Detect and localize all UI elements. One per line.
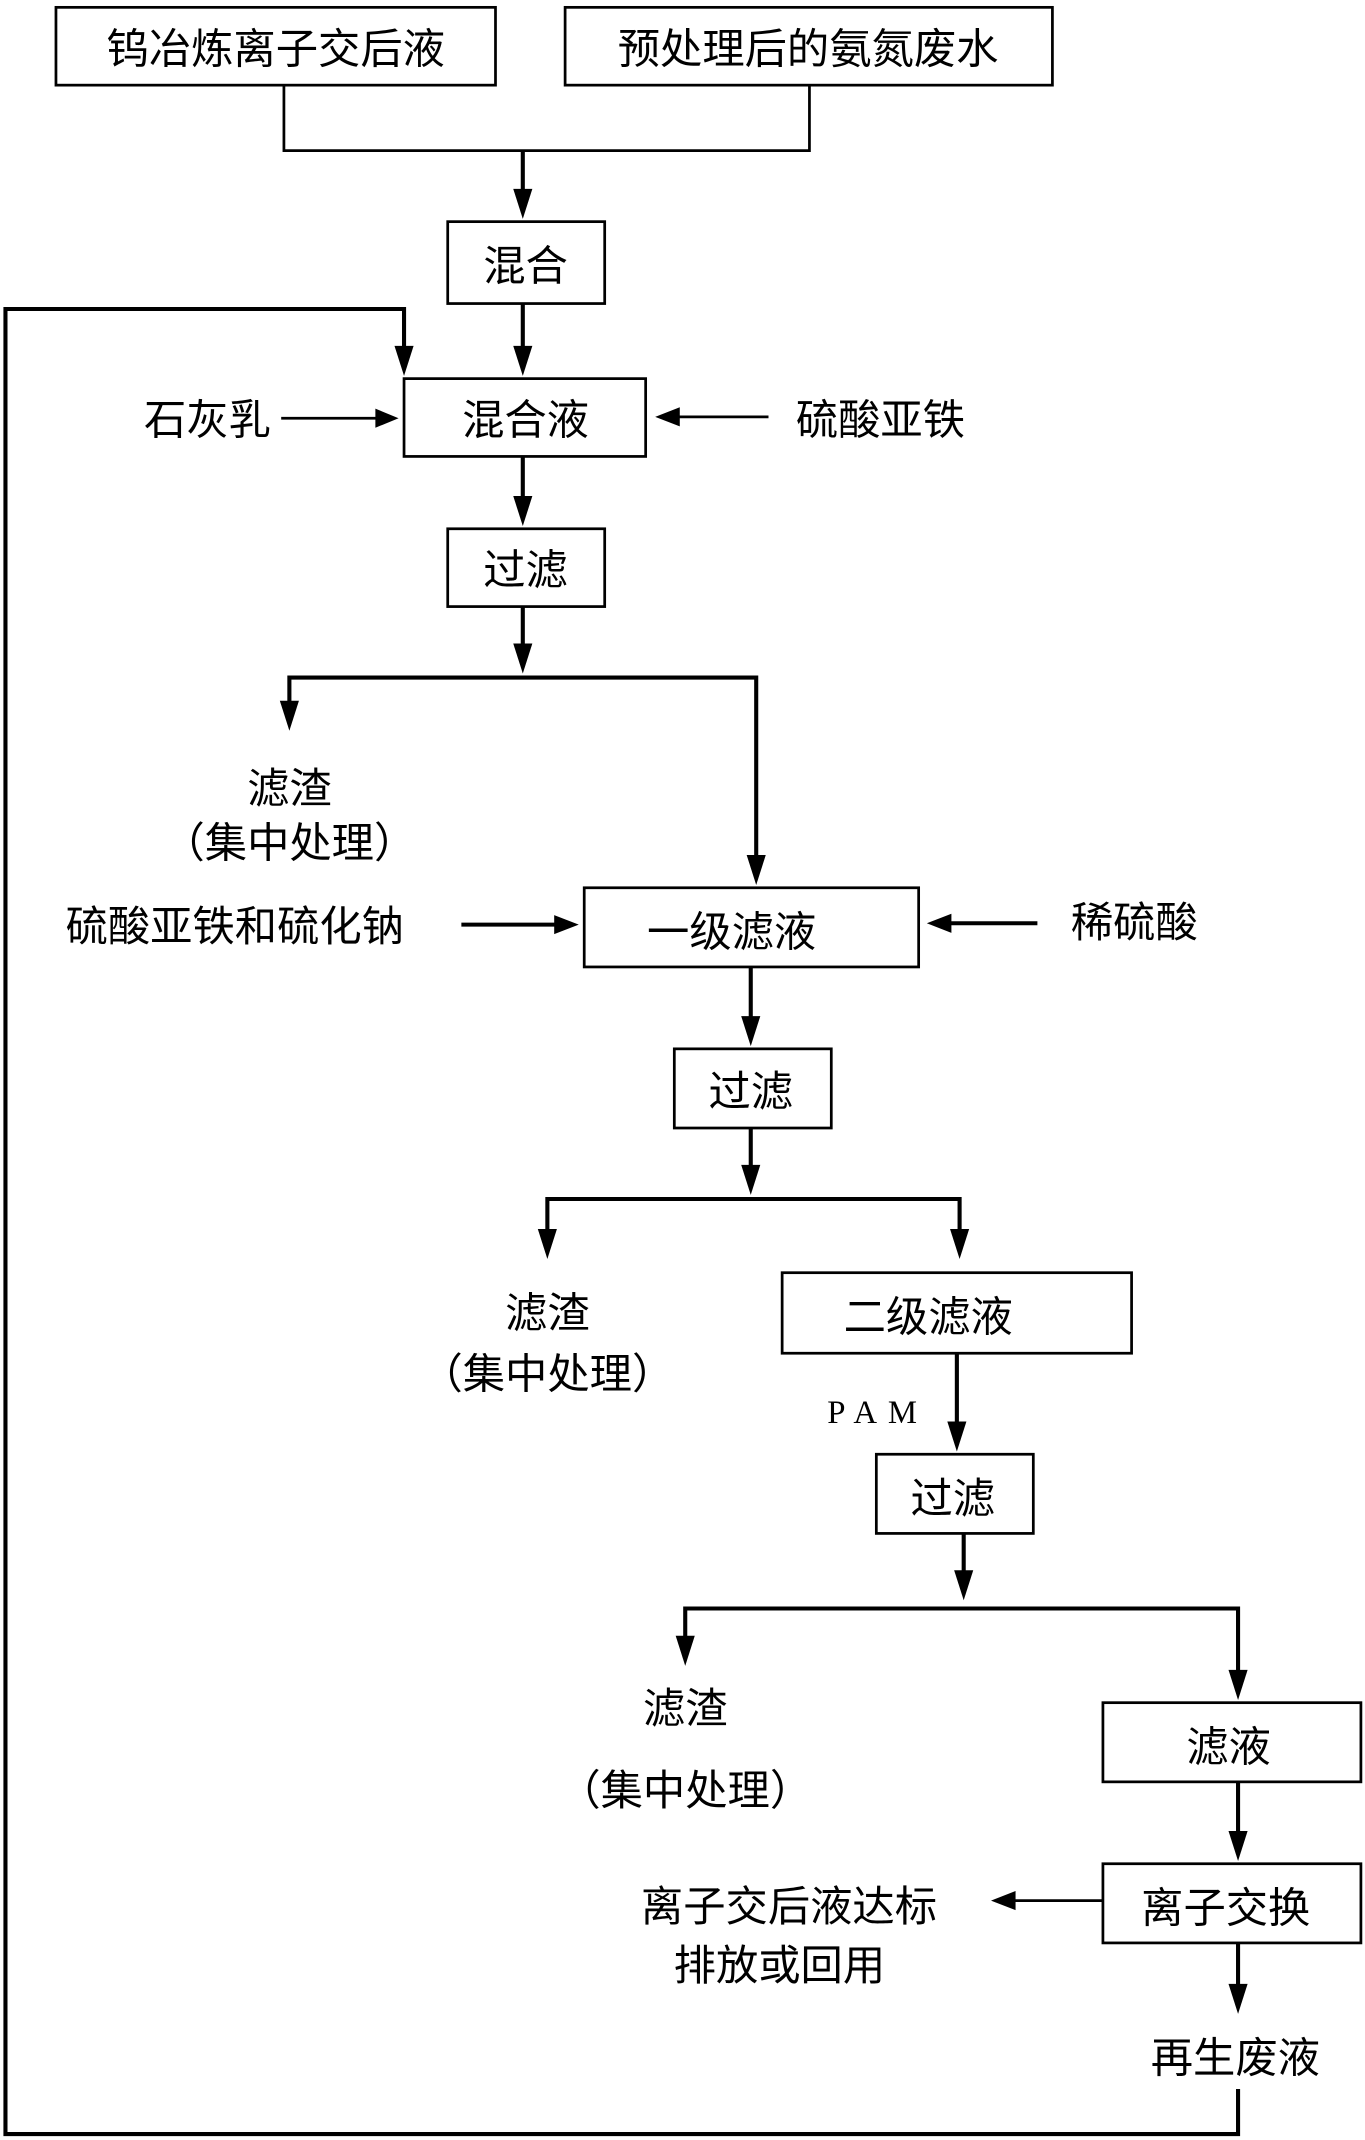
arrowhead-down-icon [675,1635,695,1666]
split-connector-1 [287,675,759,858]
arrowhead-down-icon [513,188,533,219]
input-box-ammonia-wastewater: 预处理后的氨氮废水 [563,5,1054,87]
step-box-filtrate3: 滤液 [1101,1701,1363,1784]
arrowhead-down-icon [746,855,766,886]
arrowhead-down-icon [947,1421,967,1452]
arrowhead-left-icon [655,407,680,427]
arrowhead-left-icon [990,1891,1016,1911]
step-label-filter2: 过滤 [708,1067,793,1116]
step-box-filter1: 过滤 [446,527,607,608]
arrowhead-down-icon [950,1229,970,1260]
regeneration-waste-label: 再生废液 [1151,2034,1320,2083]
step-box-ion-exchange: 离子交换 [1101,1862,1363,1945]
arrowhead-right-icon [375,408,399,428]
step-label-filter1: 过滤 [483,546,568,595]
reagent-dilute-sulfuric-acid: 稀硫酸 [1071,898,1198,947]
arrowhead-down-icon [741,1164,761,1195]
step-label-filter3: 过滤 [910,1474,995,1523]
arrowhead-down-icon [537,1229,557,1260]
split-connector-2 [545,1196,962,1232]
residue-label-1: 滤渣 [247,764,332,813]
arrowhead-down-icon [1228,1983,1248,2014]
step-box-filter2: 过滤 [672,1047,833,1130]
arrowhead-down-icon [513,643,533,674]
step-box-filtrate1: 一级滤液 [582,886,921,969]
arrowhead-down-icon [279,700,299,731]
arrowhead-down-icon [741,1016,761,1047]
input-label-ammonia-wastewater: 预处理后的氨氮废水 [618,24,999,73]
input-box-tungsten-liquor: 钨冶炼离子交后液 [54,5,497,87]
residue-label-2: 滤渣 [505,1288,590,1337]
arrowhead-down-icon [394,345,414,376]
reagent-ferrous-sulfate: 硫酸亚铁 [796,396,965,445]
reagent-pam: PAM [827,1395,928,1431]
arrowhead-right-icon [554,915,579,935]
split-connector-3 [683,1606,1241,1673]
residue-note-3: （集中处理） [558,1766,812,1815]
input-label-tungsten-liquor: 钨冶炼离子交后液 [107,24,445,73]
step-box-mixed-liquid: 混合液 [402,377,648,458]
step-box-mix: 混合 [446,220,607,305]
merge-connector [282,85,811,153]
step-label-ion-exchange: 离子交换 [1141,1883,1310,1932]
step-label-mix: 混合 [483,241,568,290]
discharge-label-line1: 离子交后液达标 [641,1882,937,1931]
arrowhead-left-icon [926,913,952,933]
step-label-filtrate2: 二级滤液 [844,1292,1013,1341]
residue-note-2: （集中处理） [420,1350,674,1399]
residue-label-3: 滤渣 [643,1684,728,1733]
arrowhead-down-icon [1228,1669,1248,1700]
discharge-label-line2: 排放或回用 [674,1941,886,1990]
step-label-mixed-liquid: 混合液 [462,396,589,445]
step-box-filtrate2: 二级滤液 [780,1271,1133,1355]
recycle-loop-line [3,306,1241,2137]
step-box-filter3: 过滤 [874,1452,1035,1535]
arrowhead-down-icon [513,496,533,527]
reagent-ferrous-sulfate-sodium-sulfide: 硫酸亚铁和硫化钠 [66,902,404,951]
step-label-filtrate1: 一级滤液 [647,907,816,956]
residue-note-1: （集中处理） [162,819,416,868]
reagent-lime-milk: 石灰乳 [144,396,271,445]
arrowhead-down-icon [954,1570,974,1601]
step-label-filtrate3: 滤液 [1186,1722,1271,1771]
arrowhead-down-icon [1228,1830,1248,1862]
arrowhead-down-icon [513,345,533,376]
